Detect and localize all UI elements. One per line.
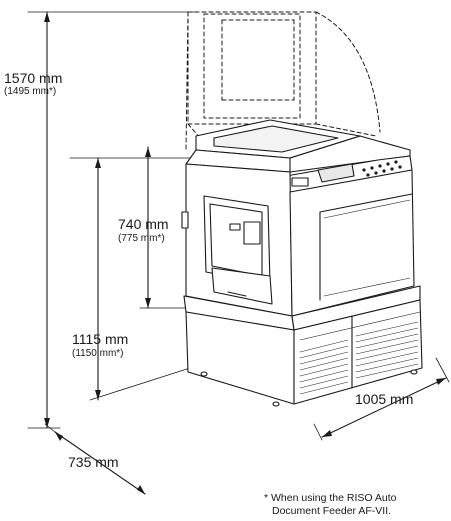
width-label: 1005 mm [355,391,414,407]
printer-main-body [181,163,415,317]
table-height-dimension-line [139,146,191,309]
footnote-line-2: Document Feeder AF-VII. [272,505,392,517]
table-height-label: 740 mm [118,216,169,232]
total-height-dimension-line [27,11,196,429]
depth-dimension-line [44,423,146,495]
body-height-label: 1115 mm [72,331,129,347]
control-panel [285,155,413,193]
width-dimension-line [313,357,450,441]
total-height-label: 1570 mm [4,70,63,86]
total-height-alt-label: (1495 mm*) [4,86,57,97]
printer-stand [183,285,423,407]
table-height-alt-label: (775 mm*) [118,233,165,244]
body-height-alt-label: (1150 mm*) [72,348,124,359]
depth-label: 735 mm [68,454,119,470]
body-height-dimension-line [69,157,191,401]
footnote-line-1: * When using the RISO Auto [264,492,397,504]
footnote: * When using the RISO Auto Document Feed… [264,492,451,518]
